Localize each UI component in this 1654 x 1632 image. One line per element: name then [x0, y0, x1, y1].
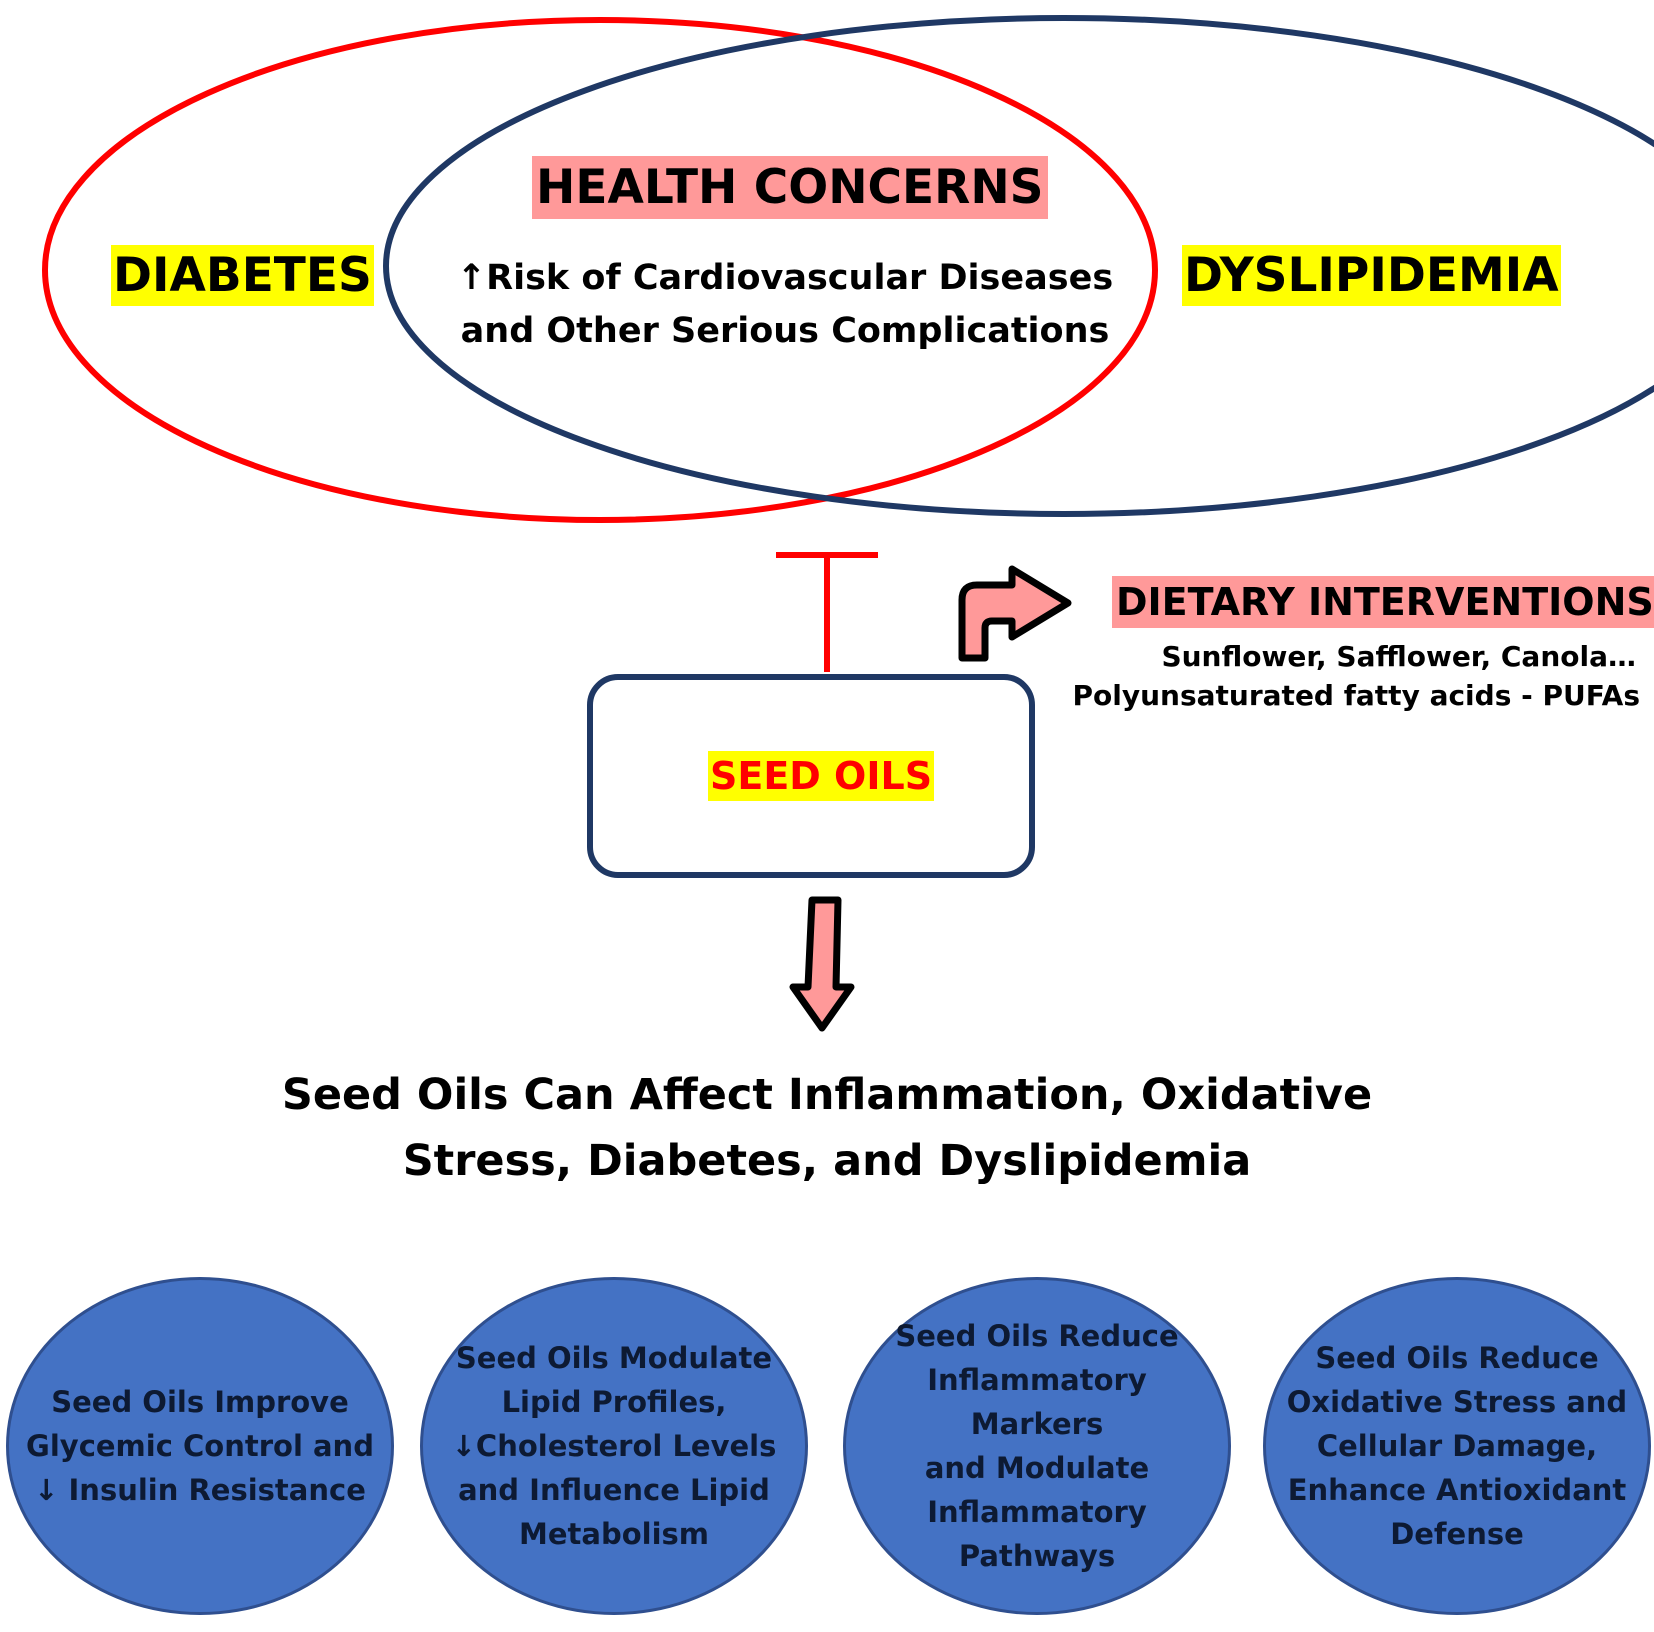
effect-circle-lipid: Seed Oils Modulate Lipid Profiles, ↓Chol…: [420, 1277, 808, 1615]
effect-line: Seed Oils Reduce: [1315, 1341, 1599, 1375]
seed-oils-text: SEED OILS: [708, 751, 935, 801]
effect-line: Inflammatory: [927, 1495, 1147, 1529]
effect-line: Glycemic Control and: [26, 1429, 374, 1463]
health-concerns-title: HEALTH CONCERNS: [532, 156, 1048, 219]
dietary-line-1: Sunflower, Safflower, Canola…: [1161, 640, 1636, 673]
effect-line: Seed Oils Modulate: [455, 1341, 773, 1375]
effect-line: Oxidative Stress and: [1286, 1385, 1628, 1419]
effect-line: and Influence Lipid: [458, 1473, 770, 1507]
effect-line: Defense: [1390, 1517, 1524, 1551]
effect-circle-text: Seed Oils Reduce Inflammatory Markers an…: [857, 1314, 1217, 1578]
effect-line: Enhance Antioxidant: [1287, 1473, 1627, 1507]
down-arrow-icon: [789, 896, 855, 1032]
seed-oils-label: SEED OILS: [708, 751, 935, 801]
effect-line: ↓Cholesterol Levels: [451, 1429, 777, 1463]
dietary-interventions-title: DIETARY INTERVENTIONS: [1112, 576, 1654, 628]
health-line-1: ↑Risk of Cardiovascular Diseases: [456, 258, 1114, 298]
dietary-interventions-text: DIETARY INTERVENTIONS: [1112, 576, 1654, 628]
effect-line: Pathways: [958, 1539, 1116, 1573]
diabetes-text: DIABETES: [111, 245, 374, 306]
effect-circle-oxidative: Seed Oils Reduce Oxidative Stress and Ce…: [1263, 1277, 1651, 1615]
effect-line: ↓ Insulin Resistance: [34, 1473, 366, 1507]
effect-line: Seed Oils Improve: [51, 1385, 349, 1419]
effect-line: Seed Oils Reduce: [895, 1319, 1179, 1353]
effect-circle-text: Seed Oils Improve Glycemic Control and ↓…: [20, 1380, 380, 1512]
conclusion-line-1: Seed Oils Can Affect Inflammation, Oxida…: [281, 1070, 1373, 1120]
conclusion-line-2: Stress, Diabetes, and Dyslipidemia: [402, 1136, 1252, 1186]
health-line-2: and Other Serious Complications: [460, 311, 1110, 351]
health-concerns-text: HEALTH CONCERNS: [532, 156, 1048, 219]
effect-line: Inflammatory Markers: [927, 1363, 1147, 1441]
dyslipidemia-ellipse: [383, 15, 1654, 517]
effect-line: Metabolism: [518, 1517, 709, 1551]
diabetes-label: DIABETES: [111, 245, 374, 306]
health-concerns-description: ↑Risk of Cardiovascular Diseases and Oth…: [440, 252, 1130, 358]
dietary-line-2: Polyunsaturated fatty acids - PUFAs: [1072, 679, 1641, 712]
bent-arrow-icon: [958, 565, 1072, 662]
diabetes-ellipse: [42, 17, 1158, 523]
effect-circle-glycemic: Seed Oils Improve Glycemic Control and ↓…: [6, 1277, 394, 1615]
effect-line: Cellular Damage,: [1316, 1429, 1598, 1463]
effect-line: and Modulate: [924, 1451, 1150, 1485]
effect-circle-text: Seed Oils Reduce Oxidative Stress and Ce…: [1277, 1336, 1637, 1556]
effect-circle-text: Seed Oils Modulate Lipid Profiles, ↓Chol…: [434, 1336, 794, 1556]
effect-circle-inflammation: Seed Oils Reduce Inflammatory Markers an…: [843, 1277, 1231, 1615]
dyslipidemia-text: DYSLIPIDEMIA: [1182, 245, 1561, 306]
effect-line: Lipid Profiles,: [501, 1385, 727, 1419]
conclusion-text: Seed Oils Can Affect Inflammation, Oxida…: [227, 1062, 1427, 1194]
dyslipidemia-label: DYSLIPIDEMIA: [1182, 245, 1561, 306]
